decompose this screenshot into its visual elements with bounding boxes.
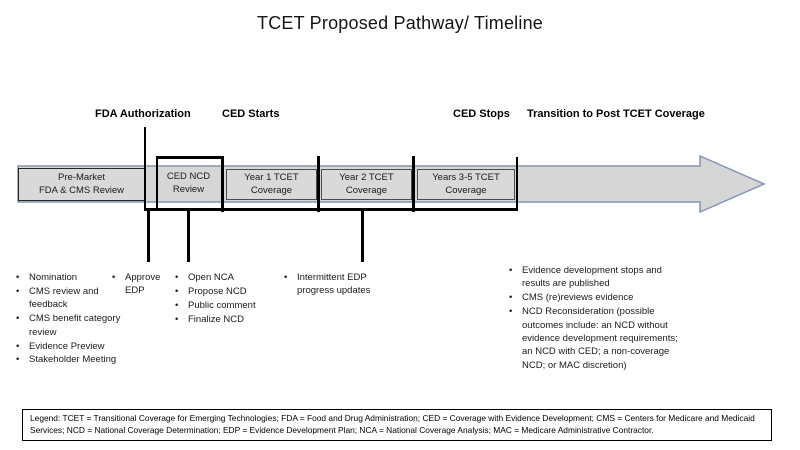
tick-ced-ncd-left	[155, 156, 158, 210]
segment-year2-line1: Year 2 TCET	[339, 172, 394, 183]
notes-ncd-process: •Open NCA •Propose NCD •Public comment •…	[175, 271, 280, 327]
segment-years3-5-line2: Coverage	[445, 184, 487, 196]
notes-post-ced: •Evidence development stops and results …	[509, 264, 679, 373]
bullet-icon: •	[175, 285, 179, 297]
legend-box: Legend: TCET = Transitional Coverage for…	[22, 409, 772, 441]
bullet-icon: •	[16, 285, 20, 297]
ced-ncd-top-line	[155, 156, 224, 159]
tick-year1-year2	[317, 156, 320, 212]
segment-year1-line2: Coverage	[250, 184, 293, 196]
list-item: •Evidence development stops and results …	[509, 265, 662, 290]
segment-year1-coverage: Year 1 TCET Coverage	[226, 169, 317, 200]
tick-fda-authorization	[143, 127, 146, 210]
page-title: TCET Proposed Pathway/ Timeline	[257, 13, 543, 33]
segment-year1-line1: Year 1 TCET	[244, 172, 299, 183]
segment-years3-5-line1: Years 3-5 TCET	[432, 172, 500, 183]
bullet-icon: •	[175, 272, 179, 283]
list-item: •Propose NCD	[175, 285, 247, 297]
tick-year2-years3	[412, 156, 415, 212]
list-item: •Public comment	[175, 299, 256, 311]
segment-years3-5-coverage: Years 3-5 TCET Coverage	[417, 169, 515, 200]
bullet-icon: •	[175, 299, 179, 311]
bullet-icon: •	[509, 306, 513, 318]
list-item: •Nomination	[16, 272, 78, 283]
list-item: •Approve EDP	[112, 272, 161, 297]
segment-premarket-line1: Pre-Market	[58, 172, 105, 183]
bullet-icon: •	[16, 313, 20, 325]
milestone-transition-post-tcet: Transition to Post TCET Coverage	[527, 108, 705, 120]
list-item: •NCD Reconsideration (possible outcomes …	[509, 306, 678, 371]
list-item: •Finalize NCD	[175, 313, 244, 325]
milestone-fda-authorization: FDA Authorization	[95, 108, 191, 120]
legend-text: Legend: TCET = Transitional Coverage for…	[30, 413, 755, 435]
segment-ced-ncd-line1: CED NCD	[166, 171, 211, 182]
segment-premarket: Pre-Market FDA & CMS Review	[18, 168, 145, 201]
list-item: •Evidence Preview	[16, 340, 105, 352]
list-item: •Stakeholder Meeting	[16, 354, 117, 366]
milestone-ced-stops: CED Stops	[453, 108, 510, 120]
list-item: •Intermittent EDP progress updates	[284, 272, 371, 297]
segment-year2-line2: Coverage	[345, 184, 388, 196]
connector-approve-edp	[147, 210, 150, 262]
segment-year2-coverage: Year 2 TCET Coverage	[321, 169, 412, 200]
list-item: •Open NCA	[175, 272, 234, 283]
bullet-icon: •	[175, 313, 179, 325]
list-item: •CMS review and feedback	[16, 285, 99, 311]
segment-ced-ncd-line2: Review	[172, 183, 205, 195]
tick-ced-starts	[221, 156, 224, 212]
milestone-ced-starts: CED Starts	[222, 108, 280, 120]
bullet-icon: •	[509, 292, 513, 304]
bullet-icon: •	[509, 265, 513, 276]
bullet-icon: •	[16, 340, 20, 352]
timeline-bottom-line	[143, 208, 518, 211]
connector-nca-ncd	[187, 210, 190, 262]
bullet-icon: •	[16, 272, 20, 283]
notes-approve-edp: •Approve EDP	[112, 271, 167, 298]
bullet-icon: •	[16, 354, 20, 366]
list-item: •CMS benefit category review	[16, 313, 121, 338]
bullet-icon: •	[112, 272, 116, 283]
bullet-icon: •	[284, 272, 288, 283]
notes-edp-updates: •Intermittent EDP progress updates	[284, 271, 382, 298]
list-item: •CMS (re)reviews evidence	[509, 292, 634, 304]
tick-ced-stops	[515, 157, 518, 209]
connector-edp-updates	[361, 210, 364, 262]
notes-premarket: •Nomination •CMS review and feedback •CM…	[16, 271, 130, 367]
segment-ced-ncd-review: CED NCD Review	[157, 168, 220, 199]
segment-premarket-line2: FDA & CMS Review	[39, 184, 124, 196]
